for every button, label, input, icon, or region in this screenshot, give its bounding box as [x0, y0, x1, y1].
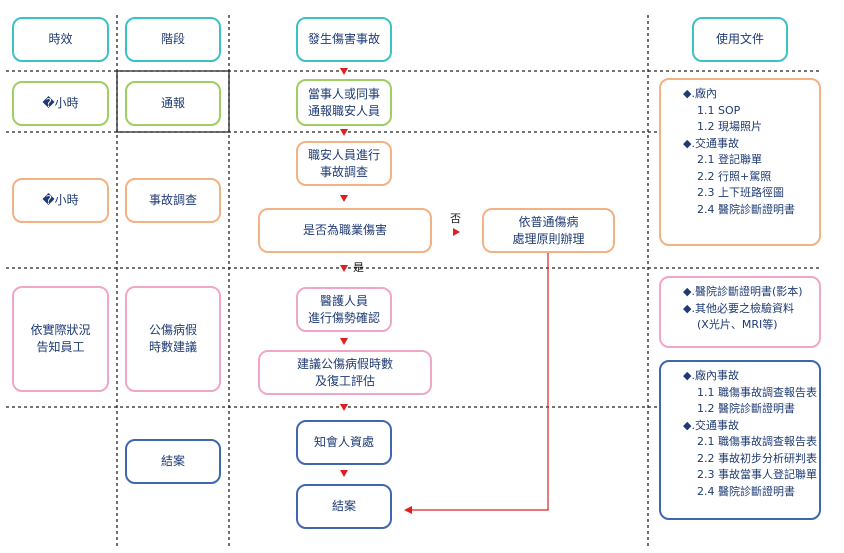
- report-stage: 通報: [125, 81, 221, 126]
- arrow-medical-to-suggest: [340, 338, 348, 345]
- flow-end-label: 結案: [331, 499, 356, 513]
- flow-decision: 是否為職業傷害: [258, 208, 432, 253]
- doc-line: 2.3 事故當事人登記聯單: [697, 468, 817, 481]
- close-stage-label: 結案: [160, 454, 185, 468]
- investigate-stage: 事故調查: [125, 178, 221, 223]
- flow-medical: 醫護人員 進行傷勢確認: [296, 287, 392, 332]
- report-time-label: �小時: [42, 96, 79, 110]
- docs-investigation: ◆.廠內 1.1 SOP 1.2 現場照片 ◆.交通事故 2.1 登記聯單 2.2 行照+…: [659, 78, 821, 246]
- doc-line: 2.1 登記聯單: [697, 153, 762, 166]
- arrow-decision-to-ordinary: [453, 228, 460, 236]
- flow-notify: 當事人或同事 通報職安人員: [296, 79, 392, 126]
- investigate-time-label: �小時: [42, 193, 79, 207]
- doc-line: 1.2 醫院診斷證明書: [697, 402, 795, 415]
- report-stage-label: 通報: [160, 96, 185, 110]
- flow-suggest-label: 建議公傷病假時數 及復工評估: [296, 356, 393, 388]
- flow-arrows: [340, 68, 460, 477]
- doc-line: 2.3 上下班路徑圖: [697, 186, 784, 199]
- doc-line: (X光片、MRI等): [697, 318, 778, 331]
- leave-stage: 公傷病假 時數建議: [125, 286, 221, 392]
- doc-line: 2.4 醫院診斷證明書: [697, 484, 795, 498]
- doc-line: 1.2 現場照片: [697, 120, 762, 133]
- flow-inform-label: 知會人資處: [313, 435, 374, 449]
- report-time: �小時: [12, 81, 109, 126]
- doc-line: 1.1 SOP: [697, 103, 741, 117]
- flow-notify-label: 當事人或同事 通報職安人員: [307, 86, 380, 118]
- arrow-start-to-notify: [340, 68, 348, 75]
- docs-leave: ◆.醫院診斷證明書(影本) ◆.其他必要之檢驗資料 (X光片、MRI等): [659, 276, 821, 348]
- doc-line: ◆.醫院診斷證明書(影本): [683, 285, 803, 298]
- leave-time: 依實際狀況 告知員工: [12, 286, 109, 392]
- flow-start: 發生傷害事故: [296, 17, 392, 62]
- investigate-time: �小時: [12, 178, 109, 223]
- doc-line: 2.4 醫院診斷證明書: [697, 202, 795, 216]
- doc-line: ◆.交通事故: [683, 418, 739, 432]
- doc-line: ◆.交通事故: [683, 136, 739, 150]
- header-stage: 階段: [125, 17, 221, 62]
- docs-close: ◆.廠內事故 1.1 職傷事故調查報告表 1.2 醫院診斷證明書 ◆.交通事故 2.1 …: [659, 360, 821, 520]
- flow-investigate-label: 職安人員進行 事故調查: [307, 147, 380, 179]
- arrow-inform-to-end: [340, 470, 348, 477]
- close-stage: 結案: [125, 439, 221, 484]
- header-docs: 使用文件: [692, 17, 788, 62]
- flow-ordinary: 依普通傷病 處理原則辦理: [482, 208, 615, 253]
- doc-line: 2.2 事故初步分析研判表: [697, 451, 817, 465]
- doc-line: ◆.廠內: [683, 87, 717, 100]
- doc-line: ◆.其他必要之檢驗資料: [683, 301, 794, 315]
- return-line: [404, 253, 549, 514]
- flow-suggest: 建議公傷病假時數 及復工評估: [258, 350, 432, 395]
- flow-end: 結案: [296, 484, 392, 529]
- doc-line: 2.2 行照+駕照: [697, 169, 772, 183]
- flow-ordinary-label: 依普通傷病 處理原則辦理: [512, 214, 585, 246]
- arrow-investigate-to-decision: [340, 195, 348, 202]
- leave-stage-label: 公傷病假 時數建議: [148, 323, 197, 354]
- flow-start-label: 發生傷害事故: [307, 32, 380, 46]
- doc-line: 1.1 職傷事故調查報告表: [697, 385, 817, 399]
- header-stage-label: 階段: [160, 32, 185, 46]
- arrow-decision-to-medical: [340, 265, 348, 272]
- flow-decision-label: 是否為職業傷害: [302, 223, 387, 237]
- flow-inform: 知會人資處: [296, 420, 392, 465]
- header-time-label: 時效: [48, 32, 73, 46]
- leave-time-label: 依實際狀況 告知員工: [30, 323, 91, 354]
- no-label: 否: [450, 212, 461, 225]
- doc-line: 2.1 職傷事故調查報告表: [697, 435, 817, 448]
- doc-line: ◆.廠內事故: [683, 369, 739, 382]
- flow-investigate: 職安人員進行 事故調查: [296, 141, 392, 186]
- header-time: 時效: [12, 17, 109, 62]
- arrow-notify-to-investigate: [340, 129, 348, 136]
- investigate-stage-label: 事故調查: [148, 193, 197, 207]
- yes-label: 是: [353, 261, 364, 274]
- flow-medical-label: 醫護人員 進行傷勢確認: [307, 293, 380, 325]
- arrow-suggest-to-inform: [340, 404, 348, 411]
- header-docs-label: 使用文件: [715, 32, 764, 46]
